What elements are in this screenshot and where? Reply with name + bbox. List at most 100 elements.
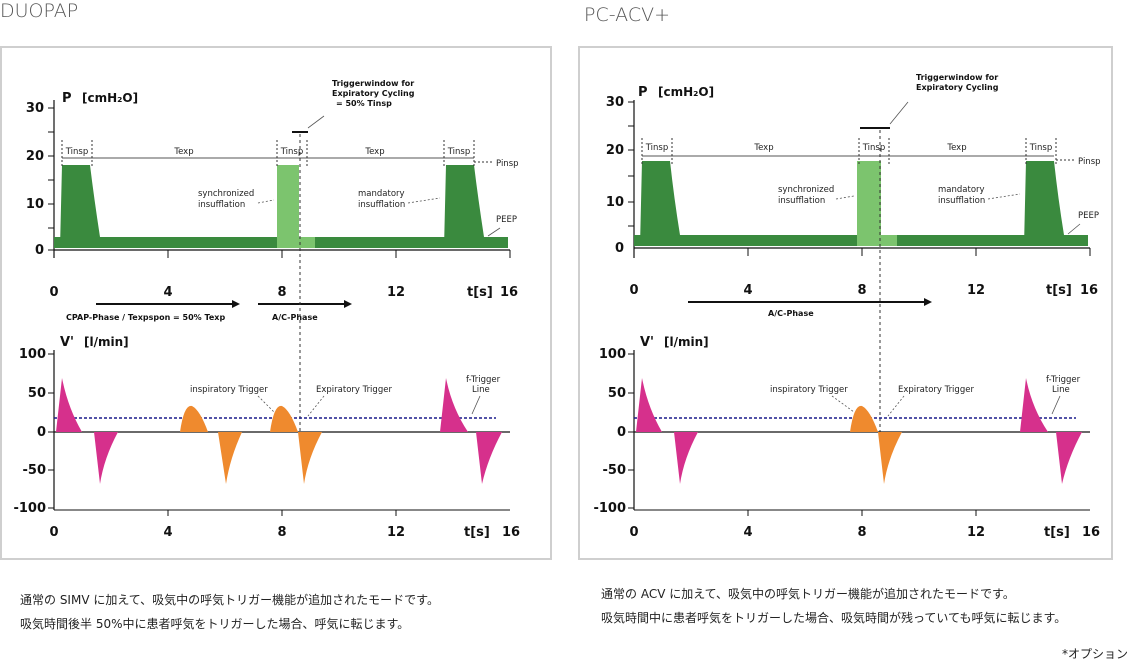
right-description: 通常の ACV に加えて、吸気中の呼気トリガー機能が追加されたモードです。 吸気… <box>601 582 1121 630</box>
r-mand-label-2: insufflation <box>938 196 985 206</box>
r-flow-ytick-0: 0 <box>617 425 626 440</box>
r-flow-x-unit: t[s] <box>1044 525 1070 540</box>
flow-insp-spont-1 <box>180 405 208 432</box>
flow-unit: [l/min] <box>84 335 129 349</box>
phase-label-tinsp-2: Tinsp <box>280 147 304 157</box>
r-flow-axis-label: V' <box>640 335 654 350</box>
r-mandatory-breath-3 <box>1024 161 1064 246</box>
sync-breath-tail <box>299 237 315 248</box>
r-phase-label-texp-1: Texp <box>753 143 773 153</box>
r-flow-xtick-8: 8 <box>857 525 866 540</box>
flow-ytick-100: 100 <box>19 347 46 362</box>
r-mand-label-1: mandatory <box>938 185 985 195</box>
flow-insp-sync <box>270 405 298 432</box>
flow-ytick-neg100: -100 <box>13 501 46 516</box>
r-pressure-ytick-30: 30 <box>606 95 624 110</box>
r-flow-xtick-4: 4 <box>743 525 752 540</box>
left-chart-panel: 30 20 10 0 P [cmH₂O] 0 4 8 12 t[s] 16 Ti… <box>0 46 552 560</box>
mand-label-1: mandatory <box>358 189 405 199</box>
r-pressure-xtick-0: 0 <box>629 283 638 298</box>
flow-exp-mandatory-3 <box>476 432 502 484</box>
r-f-trigger-label-2: Line <box>1052 385 1070 395</box>
r-pressure-ytick-10: 10 <box>606 195 624 210</box>
r-phase-label-tinsp-3: Tinsp <box>1029 143 1053 153</box>
flow-ytick-50: 50 <box>28 386 46 401</box>
r-pressure-x-unit: t[s] <box>1046 283 1072 298</box>
trigger-window-label-3: = 50% Tinsp <box>336 99 392 108</box>
phase-label-tinsp-1: Tinsp <box>65 147 89 157</box>
flow-insp-mandatory-3 <box>440 378 468 432</box>
r-phase-label-tinsp-2: Tinsp <box>862 143 886 153</box>
r-flow-xtick-0: 0 <box>629 525 638 540</box>
r-sync-breath-tail <box>881 235 897 246</box>
footnote: *オプション <box>1061 647 1128 661</box>
r-pressure-axis-label: P <box>638 85 648 100</box>
sync-label-1: synchronized <box>198 189 254 199</box>
flow-exp-mandatory-1 <box>94 432 118 484</box>
r-pressure-ytick-20: 20 <box>606 143 624 158</box>
phase-label-texp-1: Texp <box>173 147 193 157</box>
exp-trigger-label: Expiratory Trigger <box>316 385 392 395</box>
r-pressure-unit: [cmH₂O] <box>658 85 714 99</box>
sync-label-2: insufflation <box>198 200 245 210</box>
phase-arrow-1-label: CPAP-Phase / Texpspon = 50% Texp <box>66 313 225 322</box>
flow-insp-mandatory-1 <box>56 378 82 432</box>
f-trigger-label-1: f-Trigger <box>466 375 501 385</box>
r-peep-label: PEEP <box>1078 211 1099 221</box>
right-description-line-2: 吸気時間中に患者呼気をトリガーした場合、吸気時間が残っていても呼気に転じます。 <box>601 611 1067 625</box>
f-trigger-label-2: Line <box>472 385 490 395</box>
r-flow-x-end: 16 <box>1082 525 1100 540</box>
flow-exp-spont-1 <box>218 432 242 484</box>
r-sync-label-1: synchronized <box>778 185 834 195</box>
flow-exp-sync <box>298 432 322 484</box>
flow-xtick-8: 8 <box>277 525 286 540</box>
r-phase-label-texp-2: Texp <box>946 143 966 153</box>
pinsp-label: Pinsp <box>496 159 519 169</box>
r-flow-insp-mandatory-3 <box>1020 378 1048 432</box>
right-description-line-1: 通常の ACV に加えて、吸気中の呼気トリガー機能が追加されたモードです。 <box>601 587 1015 601</box>
pressure-x-end: 16 <box>500 285 518 300</box>
pressure-axis-label: P <box>62 91 72 106</box>
pressure-xtick-0: 0 <box>49 285 58 300</box>
pressure-ytick-10: 10 <box>26 197 44 212</box>
flow-x-unit: t[s] <box>464 525 490 540</box>
pressure-x-unit: t[s] <box>467 285 493 300</box>
left-chart-svg: 30 20 10 0 P [cmH₂O] 0 4 8 12 t[s] 16 Ti… <box>13 79 520 540</box>
mandatory-breath-3 <box>444 165 484 248</box>
left-description: 通常の SIMV に加えて、吸気中の呼気トリガー機能が追加されたモードです。 吸… <box>20 588 540 636</box>
pressure-ytick-30: 30 <box>26 101 44 116</box>
r-mandatory-breath-1 <box>640 161 680 246</box>
pressure-unit: [cmH₂O] <box>82 91 138 105</box>
phase-label-texp-2: Texp <box>364 147 384 157</box>
flow-xtick-12: 12 <box>387 525 405 540</box>
r-flow-unit: [l/min] <box>664 335 709 349</box>
flow-axis-label: V' <box>60 335 74 350</box>
flow-x-end: 16 <box>502 525 520 540</box>
r-flow-ytick-neg50: -50 <box>603 463 627 478</box>
r-flow-insp-mandatory-1 <box>636 378 662 432</box>
flow-xtick-4: 4 <box>163 525 172 540</box>
phase-arrow-2-label: A/C-Phase <box>272 313 318 322</box>
right-chart-panel: 30 20 10 0 P [cmH₂O] 0 4 8 12 t[s] 16 Ti… <box>578 46 1113 560</box>
flow-ytick-0: 0 <box>37 425 46 440</box>
r-pressure-xtick-8: 8 <box>857 283 866 298</box>
r-trigger-window-label-2: Expiratory Cycling <box>916 83 999 92</box>
flow-xtick-0: 0 <box>49 525 58 540</box>
r-pinsp-label: Pinsp <box>1078 157 1101 167</box>
phase-label-tinsp-3: Tinsp <box>447 147 471 157</box>
r-flow-insp-sync <box>850 405 878 432</box>
r-sync-label-2: insufflation <box>778 196 825 206</box>
pressure-xtick-12: 12 <box>387 285 405 300</box>
left-panel-title: DUOPAP <box>0 0 79 22</box>
right-chart-svg: 30 20 10 0 P [cmH₂O] 0 4 8 12 t[s] 16 Ti… <box>593 73 1101 540</box>
r-pressure-xtick-12: 12 <box>967 283 985 298</box>
r-flow-ytick-100: 100 <box>599 347 626 362</box>
r-flow-exp-sync <box>878 432 902 484</box>
mand-label-2: insufflation <box>358 200 405 210</box>
r-flow-xtick-12: 12 <box>967 525 985 540</box>
pressure-xtick-8: 8 <box>277 285 286 300</box>
trigger-window-leader <box>307 115 325 129</box>
r-pressure-ytick-0: 0 <box>615 241 624 256</box>
trigger-window-label-1: Triggerwindow for <box>332 79 414 88</box>
insp-trigger-label: inspiratory Trigger <box>190 385 268 395</box>
